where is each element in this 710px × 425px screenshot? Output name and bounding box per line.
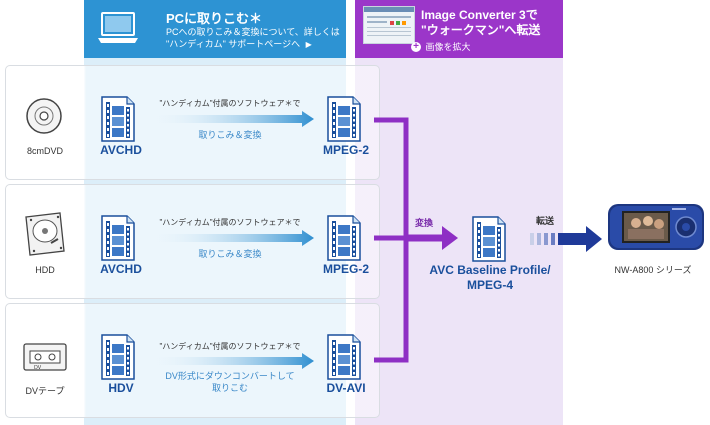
converter-screenshot-thumbnail[interactable] (363, 6, 415, 44)
action-label: DV形式にダウンコンバートして 取りこむ (130, 370, 330, 394)
converter-title-line2: "ウォークマン"へ転送 (421, 23, 541, 37)
laptop-icon (98, 12, 138, 43)
walkman-device-image (608, 204, 704, 250)
enlarge-image-label: 画像を拡大 (425, 41, 471, 52)
transfer-label: 転送 (536, 216, 555, 226)
film-icon (327, 96, 361, 147)
triangle-right-icon: ▶ (305, 40, 312, 49)
support-link-line2-wrap: "ハンディカム" サポートページへ ▶ (166, 38, 340, 51)
row-hdd: HDD (5, 184, 380, 299)
converter-title-line1: Image Converter 3で (421, 8, 538, 22)
source-format-label: AVCHD (100, 143, 142, 157)
output-format-label: MPEG-2 (322, 143, 369, 157)
device-label: HDD (35, 265, 55, 275)
final-format-line2: MPEG-4 (466, 278, 513, 292)
support-page-link[interactable]: PCへの取りこみ＆変換について、詳しくは "ハンディカム" サポートページへ ▶ (166, 26, 340, 51)
software-label: "ハンディカム"付属のソフトウェア＊で (159, 218, 301, 227)
import-arrow (156, 230, 314, 246)
final-format-label: AVC Baseline Profile/ MPEG-4 (416, 263, 564, 293)
support-link-line2: "ハンディカム" サポートページへ (166, 39, 301, 49)
source-format-label: HDV (108, 381, 134, 395)
software-label: "ハンディカム"付属のソフトウェア＊で (159, 99, 301, 108)
support-link-line1: PCへの取りこみ＆変換について、詳しくは (166, 27, 340, 37)
output-format-label: MPEG-2 (322, 262, 369, 276)
film-icon (101, 334, 135, 385)
image-converter-column (355, 0, 563, 425)
walkman-label: NW-A800 シリーズ (614, 265, 692, 275)
film-icon (327, 215, 361, 266)
action-label: 取りこみ＆変換 (130, 248, 330, 260)
import-arrow (156, 111, 314, 127)
action-label-line1: DV形式にダウンコンバートして (165, 371, 295, 381)
film-icon (327, 334, 361, 385)
device-label: DVテープ (25, 386, 65, 396)
action-label-line2: 取りこむ (211, 383, 248, 393)
pc-import-title: PCに取りこむ＊ (166, 11, 263, 26)
enlarge-image-link[interactable]: + 画像を拡大 (411, 38, 470, 56)
import-arrow (156, 353, 314, 369)
merge-connector (374, 117, 458, 363)
pc-import-header: PCに取りこむ＊ PCへの取りこみ＆変換について、詳しくは "ハンディカム" サ… (84, 0, 346, 58)
action-label: 取りこみ＆変換 (130, 129, 330, 141)
transfer-arrow (530, 226, 602, 252)
image-converter-header: Image Converter 3で "ウォークマン"へ転送 + 画像を拡大 (355, 0, 563, 58)
hard-drive-icon (25, 212, 65, 256)
convert-label: 変換 (415, 218, 434, 228)
plus-circle-icon: + (411, 41, 421, 52)
dv-tape-icon: DV (23, 343, 67, 371)
device-label: 8cmDVD (26, 146, 63, 156)
svg-text:DV: DV (34, 365, 42, 371)
disc-icon (26, 98, 62, 134)
source-format-label: AVCHD (100, 262, 142, 276)
film-icon (472, 216, 506, 267)
action-label-line1: 取りこみ＆変換 (198, 249, 262, 259)
final-format-line1: AVC Baseline Profile/ (429, 263, 551, 277)
action-label-line1: 取りこみ＆変換 (198, 130, 262, 140)
film-icon (101, 96, 135, 147)
software-label: "ハンディカム"付属のソフトウェア＊で (159, 342, 301, 351)
film-icon (101, 215, 135, 266)
output-format-label: DV-AVI (326, 381, 366, 395)
